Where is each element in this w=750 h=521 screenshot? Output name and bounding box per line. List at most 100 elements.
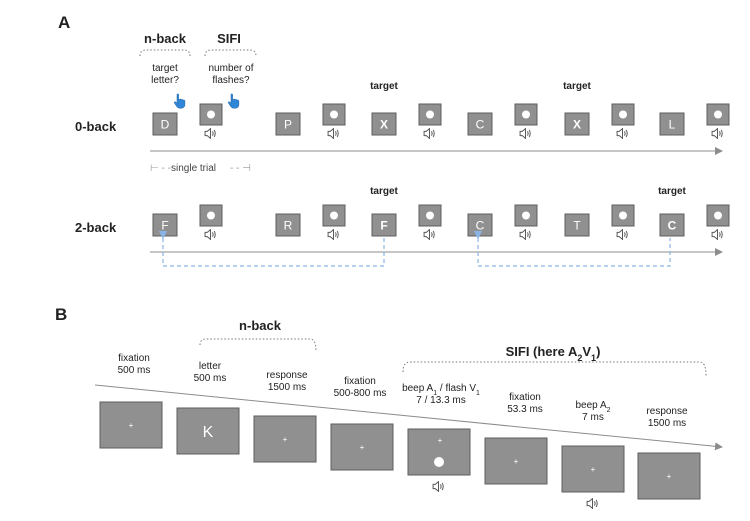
speaker-icon xyxy=(616,229,628,240)
panel-b-label: B xyxy=(55,305,67,324)
two-back-link-2 xyxy=(473,230,671,267)
nback-group-label: n-back xyxy=(239,318,282,333)
screen-box xyxy=(484,437,548,485)
row0-label: 0-back xyxy=(75,119,117,134)
speaker-icon xyxy=(204,229,216,240)
single-trial-right-marker: - - ⊣ xyxy=(230,163,251,174)
flash-dot-icon xyxy=(619,211,627,220)
letter-box xyxy=(467,112,493,136)
pointing-hand-icon xyxy=(227,93,240,109)
flash-dot-icon xyxy=(330,110,338,119)
row2-label: 2-back xyxy=(75,220,117,235)
single-trial-label: single trial xyxy=(171,163,216,174)
step-label: beep A2 xyxy=(575,400,610,414)
letter-box xyxy=(371,112,397,136)
speaker-icon xyxy=(432,481,444,492)
flash-dot-icon xyxy=(434,457,444,467)
speaker-icon xyxy=(327,229,339,240)
flash-dot-icon xyxy=(714,110,722,119)
screen-box xyxy=(330,423,394,471)
letter-stimulus: T xyxy=(573,219,581,233)
flash-dot-icon xyxy=(714,211,722,220)
sifi-header: SIFI xyxy=(217,31,241,46)
prompt-target-letter-line2: letter? xyxy=(151,75,179,86)
step-duration: 53.3 ms xyxy=(507,404,543,415)
flash-dot-icon xyxy=(330,211,338,220)
flash-dot-icon xyxy=(619,110,627,119)
single-trial-left-marker: ⊢ - - xyxy=(150,163,171,174)
speaker-icon xyxy=(327,128,339,139)
screen-box xyxy=(253,415,317,463)
flash-dot-icon xyxy=(426,211,434,220)
screen-box xyxy=(176,407,240,455)
letter-stimulus: D xyxy=(161,118,170,132)
letter-stimulus: C xyxy=(476,118,485,132)
fixation-cross-icon: + xyxy=(667,472,672,481)
speaker-icon xyxy=(423,128,435,139)
flash-dot-icon xyxy=(207,211,215,220)
nback-group-brace xyxy=(199,338,317,352)
fixation-cross-icon: + xyxy=(360,443,365,452)
step-duration: 7 ms xyxy=(582,412,604,423)
prompt-flashes-line2: flashes? xyxy=(212,75,250,86)
pointing-hand-icon xyxy=(173,93,186,109)
letter-stimulus: K xyxy=(203,424,214,441)
flash-dot-icon xyxy=(426,110,434,119)
target-label: target xyxy=(563,81,591,92)
prompt-flashes-line1: number of xyxy=(208,63,253,74)
step-duration: 500 ms xyxy=(194,373,227,384)
letter-box xyxy=(152,112,178,136)
step-label: fixation xyxy=(118,353,150,364)
letter-box xyxy=(659,112,685,136)
step-duration: 500-800 ms xyxy=(334,388,387,399)
speaker-icon xyxy=(204,128,216,139)
step-duration: 1500 ms xyxy=(648,418,686,429)
screen-box xyxy=(637,452,701,500)
fixation-cross-icon: + xyxy=(514,457,519,466)
sifi-group-brace xyxy=(402,361,707,377)
letter-box xyxy=(275,213,301,237)
beep-flash-step: + beep A1 / flash V17 / 13.3 ms xyxy=(402,383,480,492)
letter-stimulus: R xyxy=(284,219,293,233)
letter-box xyxy=(275,112,301,136)
prompt-target-letter-line1: target xyxy=(152,63,178,74)
target-label: target xyxy=(370,186,398,197)
fixation-cross-icon: + xyxy=(438,436,443,445)
letter-stimulus: F xyxy=(380,219,387,233)
step-label: response xyxy=(646,406,688,417)
fixation-cross-icon: + xyxy=(283,435,288,444)
letter-box xyxy=(659,213,685,237)
sequence-axis xyxy=(94,384,723,451)
panel-a-label: A xyxy=(58,13,70,32)
screen-box xyxy=(99,401,163,449)
step-label: letter xyxy=(199,361,222,372)
target-label: target xyxy=(658,186,686,197)
nback-brace xyxy=(139,49,191,57)
step-label: beep A1 / flash V1 xyxy=(402,383,480,397)
step-duration: 7 / 13.3 ms xyxy=(416,395,465,406)
letter-stimulus: X xyxy=(380,118,388,132)
flash-dot-icon xyxy=(207,110,215,119)
target-label: target xyxy=(370,81,398,92)
letter-stimulus: F xyxy=(161,219,168,233)
letter-box xyxy=(564,112,590,136)
beep-step: +beep A27 ms xyxy=(561,400,625,509)
two-back-link-1 xyxy=(158,230,385,267)
fixation-cross-icon: + xyxy=(129,421,134,430)
step-duration: 500 ms xyxy=(118,365,151,376)
speaker-icon xyxy=(711,128,723,139)
speaker-icon xyxy=(711,229,723,240)
flash-dot-icon xyxy=(522,211,530,220)
speaker-icon xyxy=(519,229,531,240)
letter-stimulus: L xyxy=(669,118,676,132)
